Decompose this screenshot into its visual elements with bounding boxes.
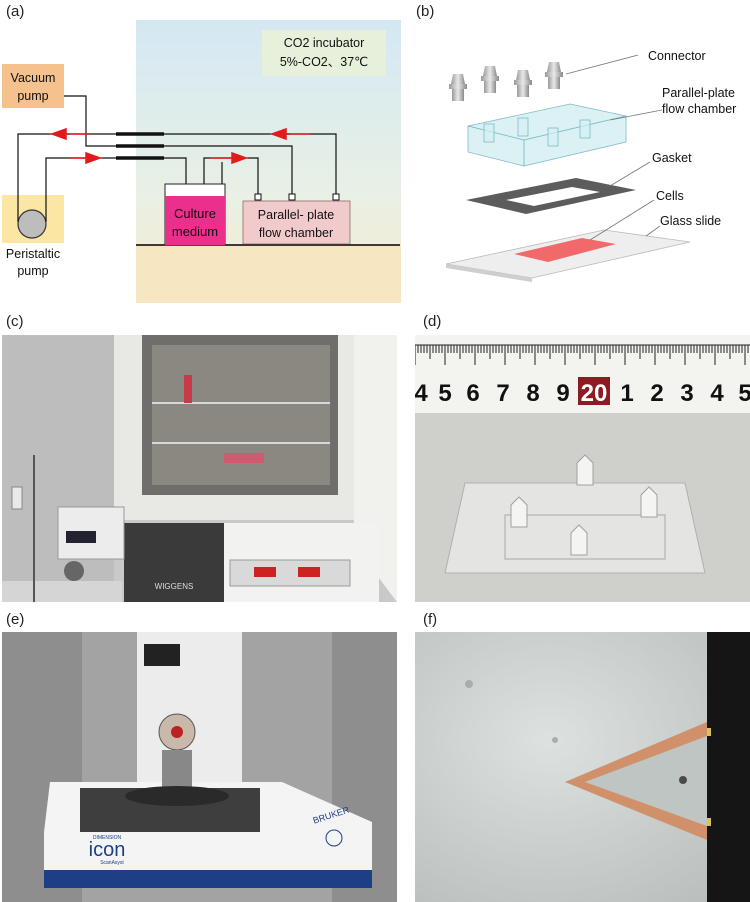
incubator-brand: WIGGENS <box>155 582 194 591</box>
flow-chamber-box <box>242 200 351 245</box>
svg-text:4: 4 <box>710 380 724 407</box>
afm-brand-line3: ScanAsyst <box>100 860 124 866</box>
cells-region <box>514 238 616 262</box>
chamber-label-line1: Parallel-plate <box>662 86 735 100</box>
connectors-group <box>449 62 563 101</box>
panel-b-label: (b) <box>416 3 435 20</box>
ruler-digits: 4 5 6 7 8 9 20 1 2 3 4 5 <box>415 380 750 407</box>
chamber-label-line2: flow chamber <box>662 102 736 116</box>
svg-text:3: 3 <box>680 380 693 407</box>
incubator-floor <box>136 245 401 303</box>
svg-text:9: 9 <box>556 380 569 407</box>
glass-slide <box>445 229 691 282</box>
chamber-line1: Parallel- plate <box>258 208 334 222</box>
flow-chamber-block <box>467 103 627 167</box>
ruler-highlight <box>578 377 610 405</box>
svg-text:5: 5 <box>738 380 750 407</box>
panel-d-photo-chamber: 4 5 6 7 8 9 20 1 2 3 4 5 <box>415 335 750 602</box>
afm-brand-line2: icon <box>89 839 126 861</box>
culture-medium <box>165 196 225 245</box>
culture-dishes <box>224 453 264 463</box>
peristaltic-line2: pump <box>17 264 48 278</box>
panel-c-label: (c) <box>6 313 24 330</box>
panel-f-photo-cantilever <box>415 632 750 902</box>
incubator-line2: 5%-CO2、37℃ <box>280 55 368 69</box>
gasket <box>466 178 636 214</box>
panel-a-label: (a) <box>6 3 25 20</box>
panel-f-label: (f) <box>423 611 438 628</box>
vacuum-line2: pump <box>17 89 48 103</box>
svg-text:7: 7 <box>496 380 509 407</box>
svg-text:8: 8 <box>526 380 539 407</box>
cells-label: Cells <box>656 189 684 203</box>
peristaltic-roller <box>17 209 47 239</box>
vacuum-pump-box <box>2 64 64 108</box>
glass-slide-label: Glass slide <box>660 214 721 228</box>
connector-label: Connector <box>648 49 706 63</box>
panel-c-photo-incubator: WIGGENS <box>2 335 397 602</box>
svg-text:20: 20 <box>581 380 608 407</box>
afm-brand-line1: DIMENSION <box>93 835 122 841</box>
incubator-line1: CO2 incubator <box>284 36 365 50</box>
culture-line1: Culture <box>174 206 216 221</box>
svg-text:6: 6 <box>466 380 479 407</box>
panel-e-label: (e) <box>6 611 25 628</box>
vacuum-line1: Vacuum <box>11 71 56 85</box>
panel-e-photo-afm: DIMENSION icon ScanAsyst BRUKER <box>2 632 397 902</box>
svg-text:4: 4 <box>415 380 428 407</box>
gasket-label: Gasket <box>652 151 692 165</box>
chamber-line2: flow chamber <box>259 226 333 240</box>
panel-d-label: (d) <box>423 313 442 330</box>
incubator-label-box <box>262 30 386 76</box>
svg-text:1: 1 <box>620 380 633 407</box>
svg-text:5: 5 <box>438 380 451 407</box>
svg-text:2: 2 <box>650 380 663 407</box>
panel-b-exploded-view: Connector Parallel-plate flow chamber Ga… <box>445 49 736 282</box>
peristaltic-line1: Peristaltic <box>6 247 60 261</box>
culture-line2: medium <box>172 224 218 239</box>
panel-a-schematic: CO2 incubator 5%-CO2、37℃ Vacuum pump Per… <box>2 20 401 303</box>
